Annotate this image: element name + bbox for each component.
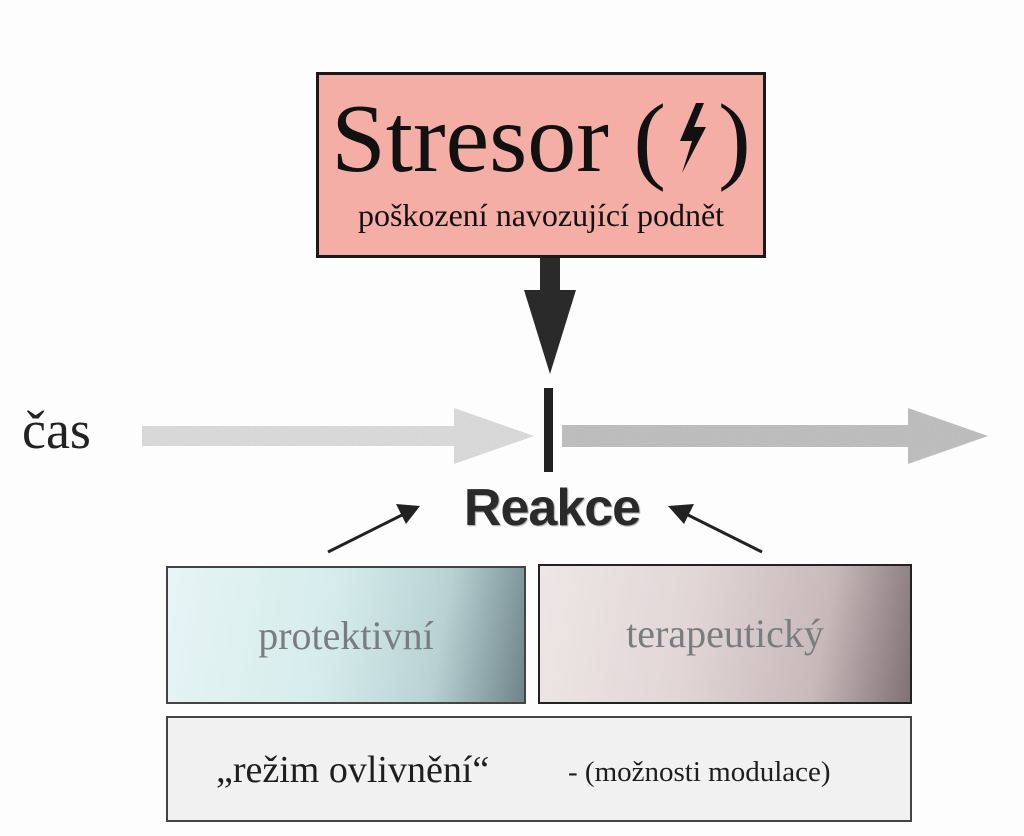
stresor-title: Stresor: [331, 85, 609, 193]
regime-main-label: „režim ovlivnění“: [216, 749, 490, 791]
protective-box: protektivní: [166, 566, 526, 704]
protective-label: protektivní: [258, 613, 434, 658]
reaction-label: Reakce: [463, 479, 641, 537]
stresor-subtitle: poškození navozující podnět: [357, 197, 725, 233]
therapeutic-to-reaction-arrow: [668, 504, 763, 554]
regime-sub-label: - (možnosti modulace): [568, 756, 831, 788]
stresor-down-arrow: [524, 258, 576, 374]
regime-box: „režim ovlivnění“ - (možnosti modulace): [166, 716, 912, 822]
timeline-future-arrow: [562, 408, 988, 464]
stresor-title-line: Stresor ( ): [319, 79, 763, 199]
therapeutic-label: terapeutický: [626, 611, 824, 656]
timeline-label: čas: [22, 400, 91, 460]
event-tick: [544, 388, 553, 472]
lightning-bolt-icon: [680, 103, 707, 173]
timeline-past-arrow: [142, 408, 534, 464]
therapeutic-box: terapeutický: [538, 564, 912, 704]
stresor-box: Stresor ( ) poškození navozující podnět: [316, 72, 766, 258]
protective-to-reaction-arrow: [327, 504, 420, 554]
paren-open: (: [633, 85, 667, 193]
paren-close: ): [718, 85, 751, 193]
